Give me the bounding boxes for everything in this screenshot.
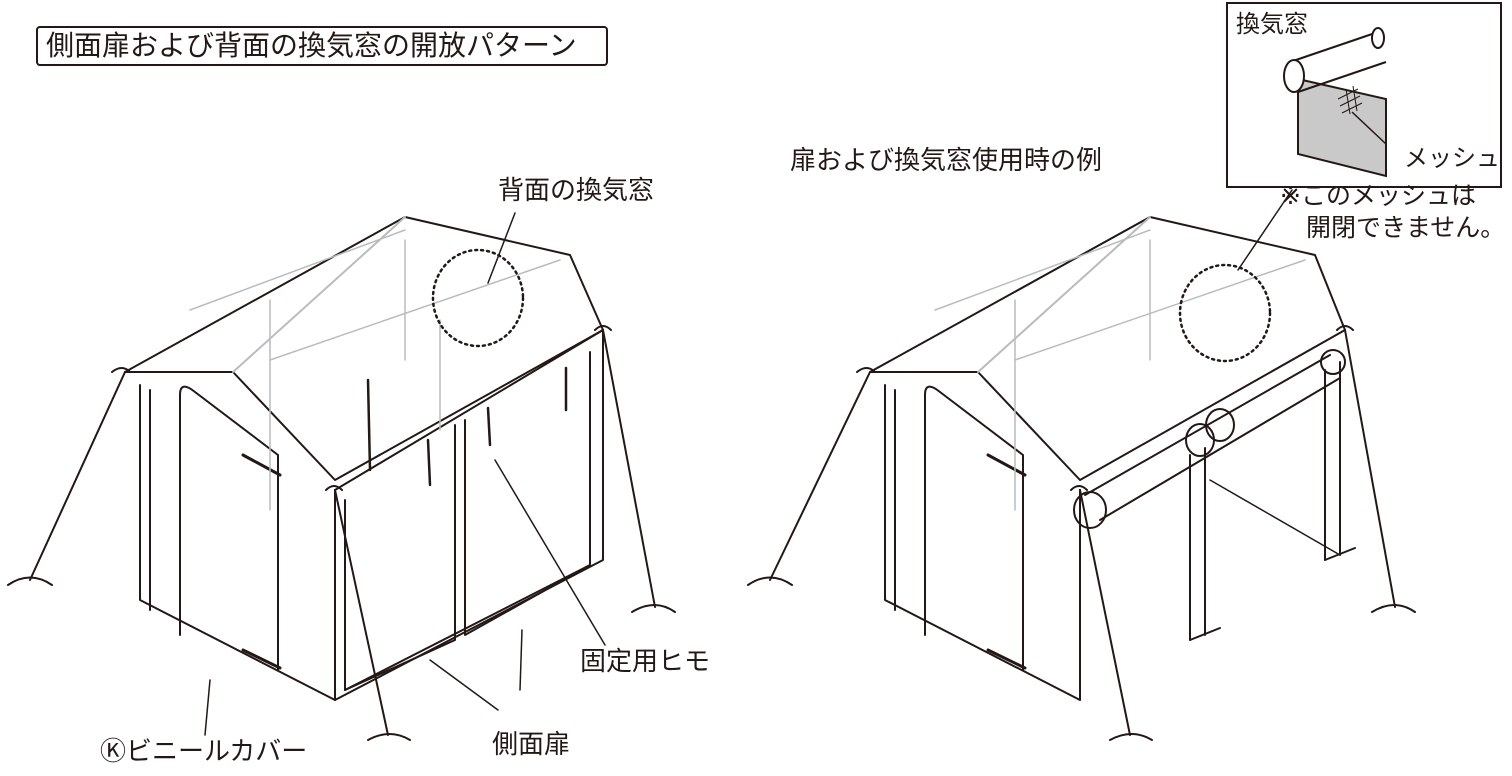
usage-example-caption: 扉および換気窓使用時の例 <box>790 146 1103 176</box>
mesh-note-line2: 開閉できません。 <box>1306 213 1506 242</box>
mesh-window-icon <box>1283 27 1387 178</box>
inset-mesh-label: メッシュ <box>1404 144 1500 172</box>
page-title: 側面扉および背面の換気窓の開放パターン <box>36 26 608 66</box>
vent-mesh-inset: 換気窓 メッシュ <box>1226 2 1502 188</box>
rear-vent-label: 背面の換気窓 <box>498 176 655 206</box>
vinyl-cover-label: Ⓚビニールカバー <box>100 737 308 767</box>
right-greenhouse <box>747 189 1416 741</box>
side-door-label: 側面扉 <box>492 730 571 760</box>
inset-title: 換気窓 <box>1236 10 1308 38</box>
left-greenhouse <box>7 212 676 741</box>
fixing-string-label: 固定用ヒモ <box>580 647 711 677</box>
mesh-note-line1: ※このメッシュは <box>1280 181 1476 210</box>
